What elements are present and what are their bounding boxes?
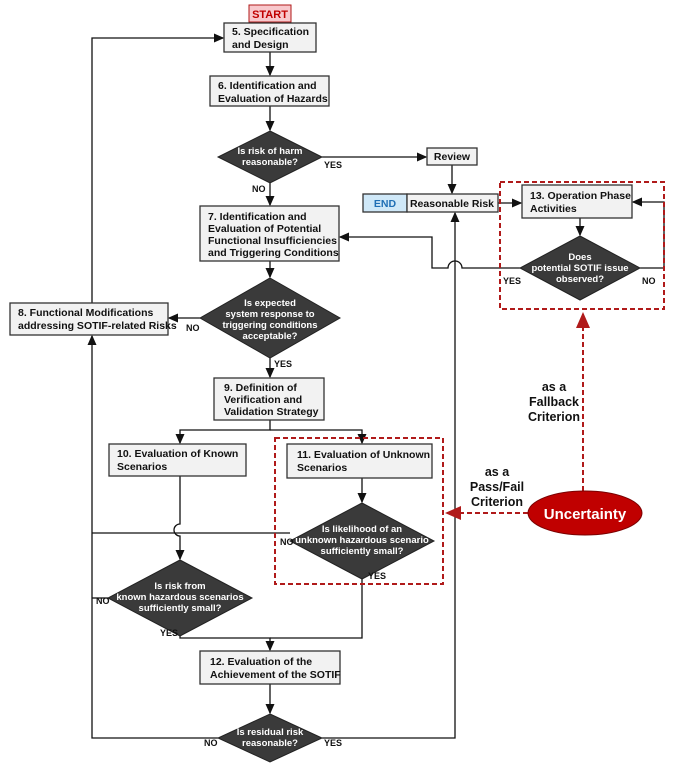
uncertainty-node: Uncertainty bbox=[527, 490, 643, 536]
svg-text:NO: NO bbox=[96, 596, 110, 606]
unknown-scenarios-region bbox=[274, 437, 444, 585]
svg-text:YES: YES bbox=[324, 738, 342, 748]
svg-text:NO: NO bbox=[252, 184, 266, 194]
svg-text:YES: YES bbox=[324, 160, 342, 170]
start-label: START bbox=[252, 9, 288, 21]
svg-text:Uncertainty: Uncertainty bbox=[544, 506, 627, 523]
end-terminal: END Reasonable Risk bbox=[362, 193, 499, 213]
end-label: END bbox=[374, 198, 397, 210]
svg-text:NO: NO bbox=[204, 738, 218, 748]
connectors bbox=[87, 33, 665, 739]
svg-text:YES: YES bbox=[274, 359, 292, 369]
svg-text:YES: YES bbox=[160, 628, 178, 638]
svg-text:YES: YES bbox=[368, 571, 386, 581]
reasonable-risk-label: Reasonable Risk bbox=[410, 198, 494, 210]
branch-labels: YES NO NO YES NO YES NO YES NO YES YES N… bbox=[96, 160, 656, 748]
review-box: Review bbox=[426, 147, 478, 166]
svg-text:NO: NO bbox=[642, 276, 656, 286]
svg-text:NO: NO bbox=[186, 323, 200, 333]
operation-phase-region bbox=[499, 181, 665, 310]
start-terminal: START bbox=[248, 4, 292, 23]
svg-text:YES: YES bbox=[503, 276, 521, 286]
svg-text:Review: Review bbox=[434, 151, 471, 163]
svg-text:NO: NO bbox=[280, 537, 294, 547]
